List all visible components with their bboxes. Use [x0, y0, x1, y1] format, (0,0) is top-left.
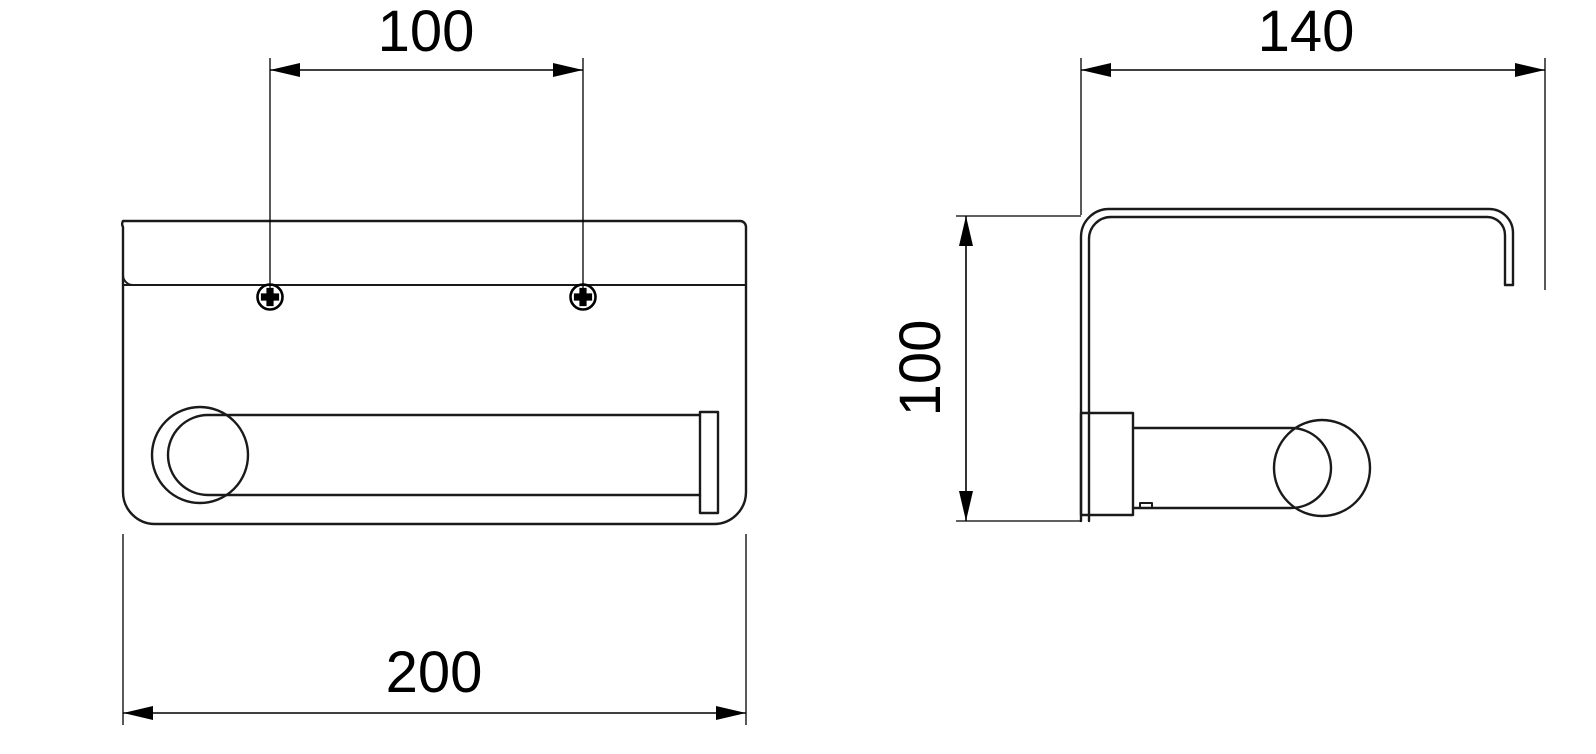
- side-roll-bar-body: [1131, 426, 1333, 510]
- screw-left-phillips-cross-icon: [260, 287, 280, 307]
- dim-screw-spacing-arrow-left: [270, 63, 300, 77]
- front-plate-lip-left-fillet: [122, 274, 134, 286]
- dim-screw-spacing-label: 100: [378, 0, 475, 64]
- dim-overall-width-arrow-left: [123, 706, 153, 720]
- dimension-overall-depth: 140: [1080, 0, 1546, 290]
- dimension-screw-spacing: 100: [269, 0, 584, 292]
- side-cover-outer-contour: [1079, 207, 1515, 523]
- roll-bar-end-cap-circle: [150, 405, 250, 505]
- dim-screw-spacing-arrow-right: [553, 63, 583, 77]
- side-cover-inner-contour: [1087, 215, 1507, 523]
- dim-overall-width-label: 200: [386, 640, 483, 705]
- dim-overall-height-arrow-bottom: [959, 491, 973, 521]
- dim-overall-height-label: 100: [888, 320, 953, 417]
- dim-overall-depth-arrow-right: [1515, 63, 1545, 77]
- dim-overall-height-arrow-top: [959, 216, 973, 246]
- dimension-overall-height: 100: [888, 215, 1081, 522]
- roll-bar-body: [166, 413, 702, 497]
- side-roll-bar-step: [1139, 502, 1153, 508]
- side-view: [1079, 207, 1515, 523]
- dim-overall-width-arrow-right: [716, 706, 746, 720]
- screw-right-phillips-cross-icon: [573, 287, 593, 307]
- front-view: [121, 219, 748, 526]
- dim-overall-depth-label: 140: [1258, 0, 1355, 64]
- side-roll-bar-end-cap-circle: [1272, 418, 1372, 518]
- roll-bar-right-flange: [698, 410, 720, 515]
- front-plate-outline: [121, 219, 748, 526]
- dim-overall-depth-arrow-left: [1081, 63, 1111, 77]
- dimension-overall-width: 200: [122, 534, 747, 725]
- side-mounting-plate: [1079, 411, 1135, 517]
